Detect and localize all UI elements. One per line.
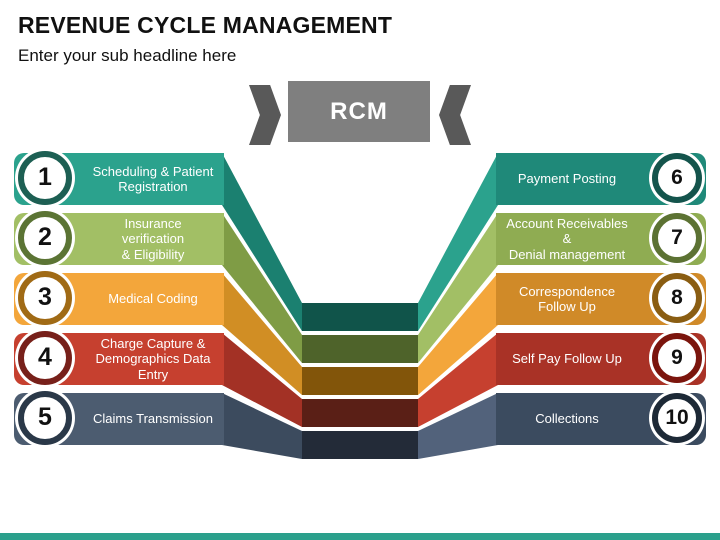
step-label-9: Self Pay Follow Up (512, 351, 622, 367)
step-label-3: Medical Coding (108, 291, 198, 307)
slide-title: REVENUE CYCLE MANAGEMENT (18, 12, 393, 38)
step-number-badge-5: 5 (18, 391, 72, 445)
step-number-4: 4 (38, 343, 52, 372)
step-label-2: Insurance verification & Eligibility (121, 216, 185, 262)
funnel-band-right-5 (418, 393, 498, 459)
step-number-2: 2 (38, 223, 52, 252)
funnel-center-segment-2 (302, 335, 418, 363)
rcm-label: RCM (330, 97, 388, 125)
step-label-6: Payment Posting (517, 171, 617, 187)
step-number-badge-9: 9 (652, 333, 702, 383)
step-bar-1: 1 Scheduling & Patient Registration (14, 151, 224, 205)
step-label-10: Collections (535, 411, 599, 427)
step-number-6: 6 (671, 165, 683, 189)
funnel-band-right-2 (418, 213, 498, 363)
funnel-band-right-1 (418, 153, 498, 331)
step-label-1: Scheduling & Patient Registration (92, 163, 214, 194)
step-number-badge-8: 8 (652, 273, 702, 323)
step-number-badge-4: 4 (18, 331, 72, 385)
step-number-5: 5 (38, 403, 52, 432)
funnel-center-segment-4 (302, 399, 418, 427)
funnel-center-segment-1 (302, 303, 418, 331)
step-bar-3: 3 Medical Coding (14, 271, 224, 325)
step-bar-2: 2 Insurance verification & Eligibility (14, 211, 224, 265)
step-number-1: 1 (38, 163, 52, 192)
step-bar-10: Collections 10 (496, 393, 706, 445)
step-number-10: 10 (665, 405, 689, 429)
step-number-badge-6: 6 (652, 153, 702, 203)
step-label-4: Charge Capture & Demographics Data Entry (95, 336, 211, 382)
step-number-9: 9 (671, 345, 683, 369)
funnel-center-segment-5 (302, 431, 418, 459)
step-label-8: Correspondence Follow Up (518, 283, 616, 314)
funnel-band-left-4 (222, 333, 302, 427)
funnel-band-left-3 (222, 273, 302, 395)
slide-subtitle: Enter your sub headline here (18, 46, 237, 65)
bottom-accent-bar (0, 533, 720, 540)
step-bar-6: Payment Posting 6 (496, 153, 706, 205)
funnel-band-right-4 (418, 333, 498, 427)
funnel-band-left-5 (222, 393, 302, 459)
step-bar-5: 5 Claims Transmission (14, 391, 224, 445)
step-number-8: 8 (671, 285, 683, 309)
step-number-7: 7 (671, 225, 683, 249)
step-number-badge-3: 3 (18, 271, 72, 325)
funnel-center-segment-3 (302, 367, 418, 395)
funnel-band-left-2 (222, 213, 302, 363)
step-bar-7: Account Receivables & Denial management … (496, 213, 706, 265)
funnel-band-left-1 (222, 153, 302, 331)
step-number-badge-2: 2 (18, 211, 72, 265)
step-number-badge-7: 7 (652, 213, 702, 263)
step-bar-4: 4 Charge Capture & Demographics Data Ent… (14, 331, 224, 385)
step-number-badge-10: 10 (652, 393, 702, 443)
step-number-3: 3 (38, 283, 52, 312)
funnel-band-right-3 (418, 273, 498, 395)
rcm-center-box: RCM (288, 81, 430, 142)
step-bar-8: Correspondence Follow Up 8 (496, 273, 706, 325)
step-bar-9: Self Pay Follow Up 9 (496, 333, 706, 385)
step-label-5: Claims Transmission (93, 411, 213, 427)
step-number-badge-1: 1 (18, 151, 72, 205)
step-label-7: Account Receivables & Denial management (506, 216, 628, 262)
